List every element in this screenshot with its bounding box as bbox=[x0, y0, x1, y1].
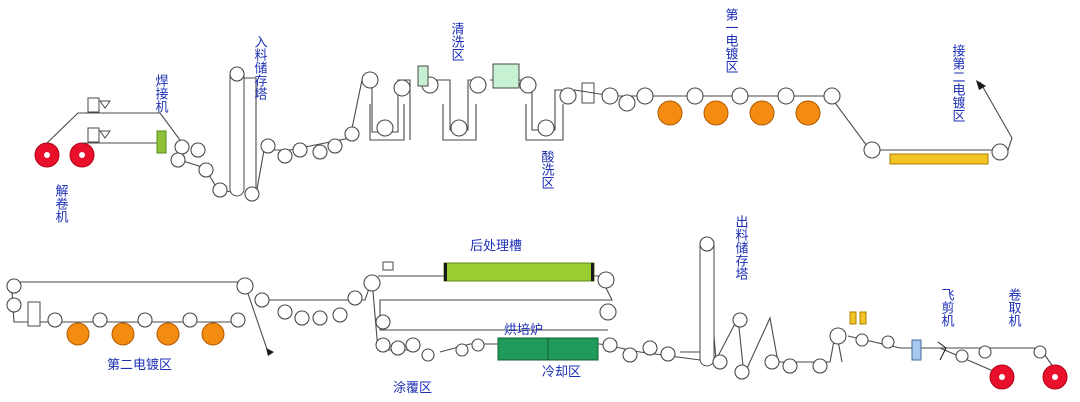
label-coating-zone: 涂覆区 bbox=[393, 380, 432, 396]
plating-cell-1 bbox=[657, 100, 683, 126]
drying-oven bbox=[497, 337, 549, 361]
plating-cell-3 bbox=[749, 100, 775, 126]
label-cooling-zone: 冷却区 bbox=[542, 365, 581, 380]
plating-cell-4 bbox=[795, 100, 821, 126]
label-pickling-zone: 酸洗区 bbox=[539, 150, 555, 189]
label-flying-shear: 飞剪机 bbox=[939, 288, 955, 328]
rinse-pickling-tanks bbox=[361, 63, 595, 141]
plating-cell-7 bbox=[156, 322, 180, 346]
transfer-tank bbox=[889, 153, 989, 165]
strip-a bbox=[46, 112, 160, 144]
label-exit-accumulator: 出料储存塔 bbox=[733, 215, 749, 280]
label-entry-accumulator: 入料储存塔 bbox=[252, 35, 268, 100]
label-to-second-plating: 接第二电镀区 bbox=[950, 43, 966, 122]
label-welder: 焊接机 bbox=[153, 73, 169, 114]
label-rinse-zone: 清洗区 bbox=[449, 22, 465, 61]
uncoiler bbox=[34, 97, 160, 168]
label-post-treatment-tank: 后处理槽 bbox=[470, 239, 522, 254]
rinse-large-tank bbox=[492, 63, 520, 89]
labels: 解卷机 焊接机 入料储存塔 清洗区 酸洗区 第一电镀区 接第二电镀区 第二电镀区… bbox=[53, 8, 1022, 396]
shear-blade bbox=[911, 339, 922, 361]
label-uncoiler: 解卷机 bbox=[53, 184, 69, 224]
rinse-small-tank bbox=[417, 65, 429, 87]
top-line bbox=[34, 63, 1013, 202]
plating-cell-2 bbox=[703, 100, 729, 126]
cooling-section bbox=[547, 337, 599, 361]
plating-cell-5 bbox=[66, 322, 90, 346]
plating-cell-6 bbox=[111, 322, 135, 346]
post-treatment-tank bbox=[443, 262, 595, 282]
exit-accumulator-tower bbox=[699, 237, 715, 367]
entry-accumulator-tower bbox=[229, 67, 245, 197]
bottom-line bbox=[6, 236, 1068, 390]
label-drying-oven: 烘培炉 bbox=[504, 322, 543, 338]
welder-unit bbox=[156, 130, 167, 154]
label-second-plating-zone: 第二电镀区 bbox=[107, 357, 172, 373]
first-plating-zone bbox=[574, 80, 1013, 165]
label-first-plating-zone: 第一电镀区 bbox=[723, 8, 739, 73]
label-recoiler: 卷取机 bbox=[1006, 287, 1022, 328]
plating-cell-8 bbox=[201, 322, 225, 346]
